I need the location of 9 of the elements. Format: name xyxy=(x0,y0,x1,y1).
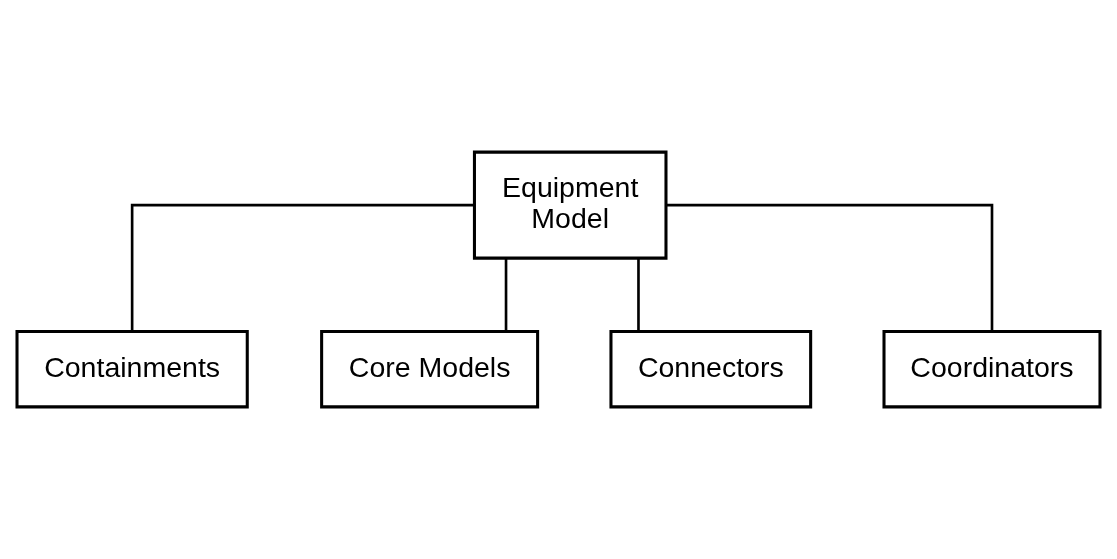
connector xyxy=(504,258,508,332)
node-box: Containments xyxy=(15,329,249,409)
connector xyxy=(130,203,475,332)
node-box: Core Models xyxy=(320,329,540,409)
connector xyxy=(666,203,994,332)
node-box: Coordinators xyxy=(882,329,1102,409)
node-box: Connectors xyxy=(609,329,813,409)
connector xyxy=(637,258,640,332)
node-box: Equipment Model xyxy=(472,150,668,260)
